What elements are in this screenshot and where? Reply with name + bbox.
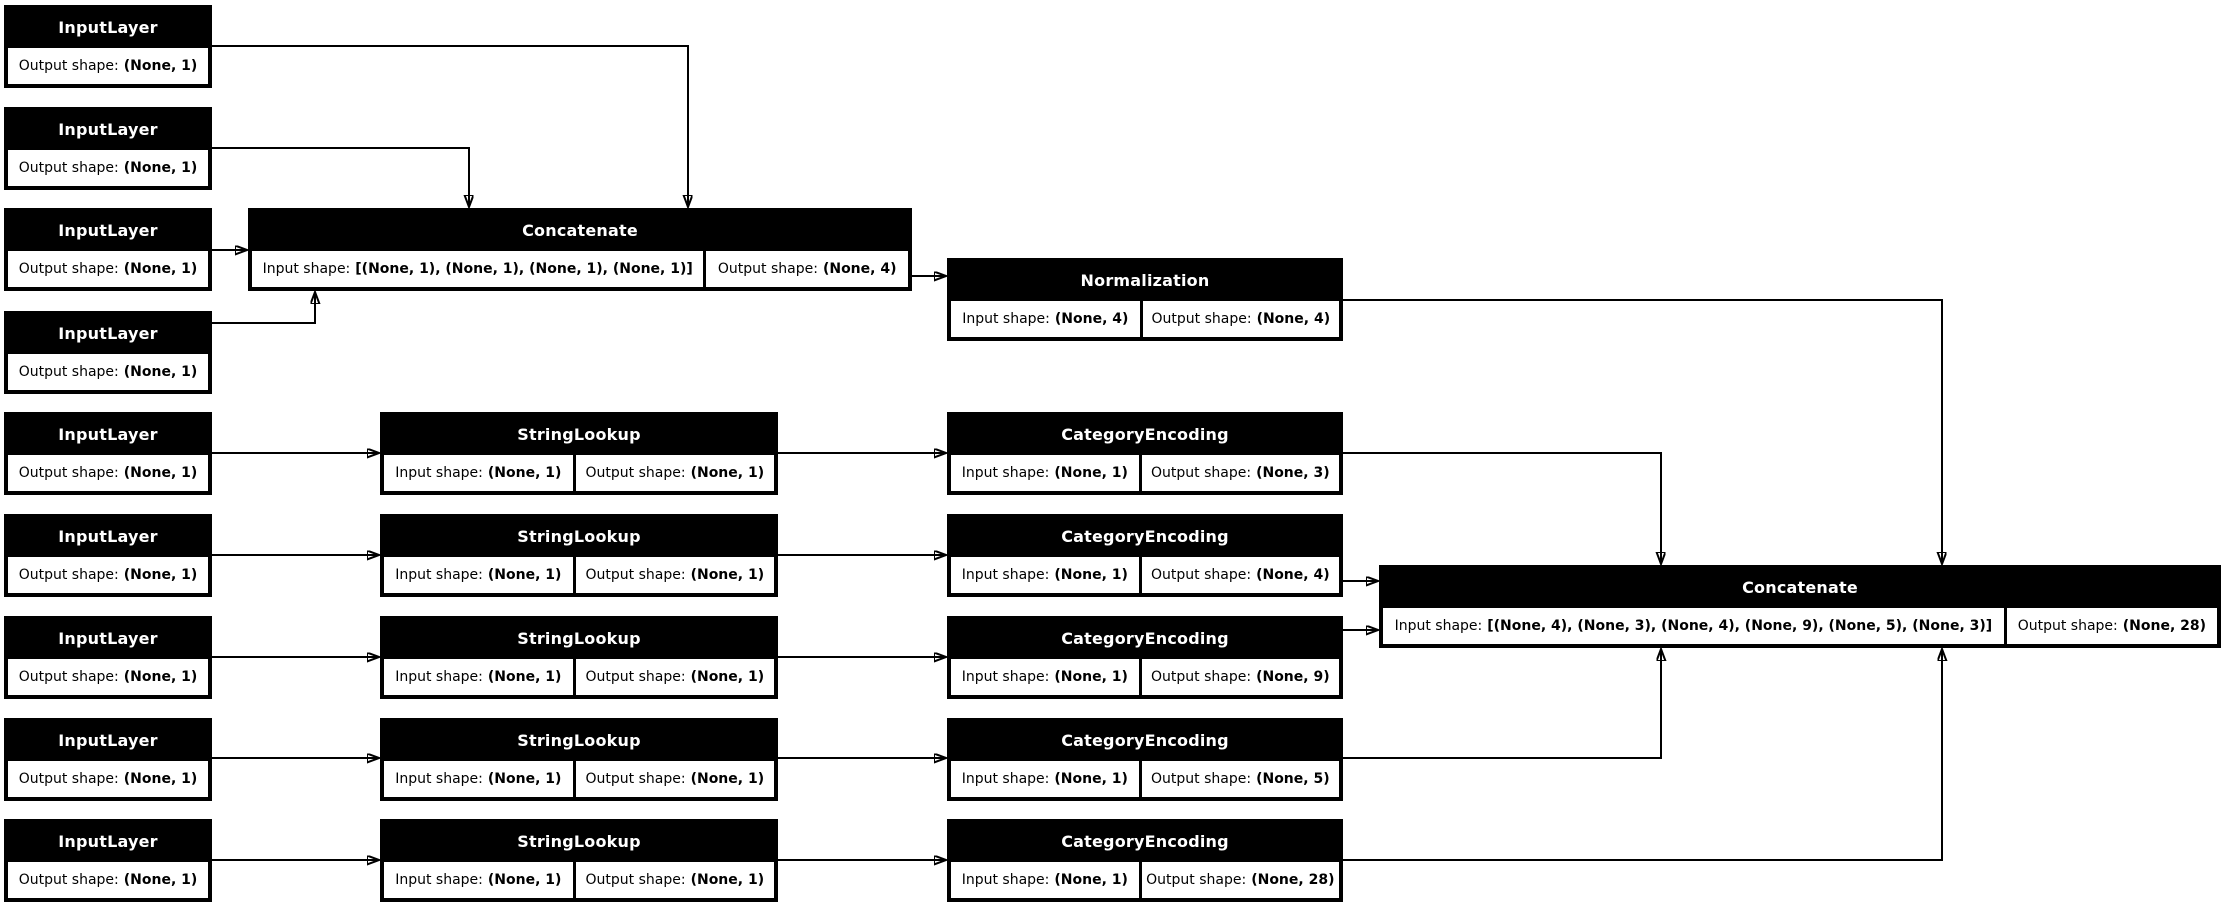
- output-shape-cell: Output shape:(None, 1): [575, 761, 774, 797]
- output-shape-cell: Output shape:(None, 1): [8, 251, 208, 287]
- layer-title: InputLayer: [58, 120, 158, 139]
- input-shape-cell: Input shape:(None, 1): [384, 455, 573, 491]
- layer-title: StringLookup: [517, 425, 641, 444]
- output-shape-cell: Output shape:(None, 28): [2006, 608, 2217, 644]
- edge-normalization-concatenate2: [1343, 299, 1942, 563]
- output-shape-cell: Output shape:(None, 1): [8, 150, 208, 186]
- output-shape-cell: Output shape:(None, 4): [706, 251, 908, 287]
- input-shape-cell: Input shape:(None, 1): [951, 761, 1139, 797]
- layer-title: InputLayer: [58, 731, 158, 750]
- output-shape-cell: Output shape:(None, 1): [575, 455, 774, 491]
- layer-node-stringlookup-4: StringLookup Input shape:(None, 1) Outpu…: [380, 718, 778, 801]
- layer-title: InputLayer: [58, 425, 158, 444]
- layer-title: CategoryEncoding: [1061, 832, 1229, 851]
- input-shape-cell: Input shape:(None, 1): [951, 557, 1139, 593]
- output-shape-cell: Output shape:(None, 9): [1141, 659, 1339, 695]
- layer-title: InputLayer: [58, 629, 158, 648]
- output-shape-cell: Output shape:(None, 1): [575, 659, 774, 695]
- layer-node-inputlayer-7: InputLayer Output shape:(None, 1): [4, 616, 212, 699]
- output-shape-cell: Output shape:(None, 1): [8, 557, 208, 593]
- input-shape-cell: Input shape:[(None, 1), (None, 1), (None…: [252, 251, 704, 287]
- layer-node-inputlayer-5: InputLayer Output shape:(None, 1): [4, 412, 212, 495]
- layer-node-inputlayer-9: InputLayer Output shape:(None, 1): [4, 819, 212, 902]
- layer-node-stringlookup-2: StringLookup Input shape:(None, 1) Outpu…: [380, 514, 778, 597]
- layer-title: InputLayer: [58, 221, 158, 240]
- layer-node-inputlayer-4: InputLayer Output shape:(None, 1): [4, 311, 212, 394]
- input-shape-cell: Input shape:(None, 1): [951, 862, 1139, 898]
- output-shape-cell: Output shape:(None, 1): [8, 455, 208, 491]
- layer-node-categoryencoding-2: CategoryEncoding Input shape:(None, 1) O…: [947, 514, 1343, 597]
- layer-node-normalization: Normalization Input shape:(None, 4) Outp…: [947, 258, 1343, 341]
- layer-title: StringLookup: [517, 832, 641, 851]
- layer-title: StringLookup: [517, 629, 641, 648]
- layer-node-concatenate-2: Concatenate Input shape:[(None, 4), (Non…: [1379, 565, 2221, 648]
- layer-node-inputlayer-3: InputLayer Output shape:(None, 1): [4, 208, 212, 291]
- layer-node-concatenate-1: Concatenate Input shape:[(None, 1), (Non…: [248, 208, 912, 291]
- edge-inputlayer1-concatenate1: [212, 45, 688, 206]
- layer-title: InputLayer: [58, 832, 158, 851]
- output-shape-cell: Output shape:(None, 1): [8, 659, 208, 695]
- output-shape-cell: Output shape:(None, 3): [1141, 455, 1339, 491]
- layer-node-stringlookup-3: StringLookup Input shape:(None, 1) Outpu…: [380, 616, 778, 699]
- layer-node-inputlayer-2: InputLayer Output shape:(None, 1): [4, 107, 212, 190]
- layer-node-categoryencoding-4: CategoryEncoding Input shape:(None, 1) O…: [947, 718, 1343, 801]
- layer-node-categoryencoding-1: CategoryEncoding Input shape:(None, 1) O…: [947, 412, 1343, 495]
- input-shape-cell: Input shape:(None, 1): [384, 862, 573, 898]
- input-shape-cell: Input shape:(None, 1): [951, 659, 1139, 695]
- layer-node-stringlookup-5: StringLookup Input shape:(None, 1) Outpu…: [380, 819, 778, 902]
- input-shape-cell: Input shape:(None, 1): [384, 659, 573, 695]
- layer-title: CategoryEncoding: [1061, 425, 1229, 444]
- layer-title: CategoryEncoding: [1061, 731, 1229, 750]
- edge-categoryencoding5-concatenate2: [1343, 650, 1942, 861]
- output-shape-cell: Output shape:(None, 1): [8, 761, 208, 797]
- layer-title: StringLookup: [517, 527, 641, 546]
- layer-node-categoryencoding-5: CategoryEncoding Input shape:(None, 1) O…: [947, 819, 1343, 902]
- input-shape-cell: Input shape:(None, 1): [951, 455, 1139, 491]
- output-shape-cell: Output shape:(None, 1): [575, 557, 774, 593]
- edge-categoryencoding1-concatenate2: [1343, 452, 1661, 563]
- output-shape-cell: Output shape:(None, 1): [8, 862, 208, 898]
- input-shape-cell: Input shape:[(None, 4), (None, 3), (None…: [1383, 608, 2004, 644]
- edge-categoryencoding4-concatenate2: [1343, 650, 1661, 759]
- layer-node-inputlayer-1: InputLayer Output shape:(None, 1): [4, 5, 212, 88]
- output-shape-cell: Output shape:(None, 1): [8, 48, 208, 84]
- input-shape-cell: Input shape:(None, 1): [384, 557, 573, 593]
- layer-title: InputLayer: [58, 527, 158, 546]
- output-shape-cell: Output shape:(None, 4): [1141, 557, 1339, 593]
- edge-inputlayer2-concatenate1: [212, 147, 469, 206]
- layer-node-inputlayer-6: InputLayer Output shape:(None, 1): [4, 514, 212, 597]
- layer-title: CategoryEncoding: [1061, 629, 1229, 648]
- edge-inputlayer4-concatenate1: [212, 293, 315, 324]
- output-shape-cell: Output shape:(None, 1): [575, 862, 774, 898]
- layer-title: Concatenate: [522, 221, 638, 240]
- layer-title: Concatenate: [1742, 578, 1858, 597]
- layer-node-stringlookup-1: StringLookup Input shape:(None, 1) Outpu…: [380, 412, 778, 495]
- layer-title: Normalization: [1080, 271, 1210, 290]
- layer-node-categoryencoding-3: CategoryEncoding Input shape:(None, 1) O…: [947, 616, 1343, 699]
- output-shape-cell: Output shape:(None, 5): [1141, 761, 1339, 797]
- layer-title: StringLookup: [517, 731, 641, 750]
- output-shape-cell: Output shape:(None, 28): [1141, 862, 1339, 898]
- output-shape-cell: Output shape:(None, 4): [1142, 301, 1339, 337]
- layer-title: CategoryEncoding: [1061, 527, 1229, 546]
- input-shape-cell: Input shape:(None, 4): [951, 301, 1140, 337]
- output-shape-cell: Output shape:(None, 1): [8, 354, 208, 390]
- layer-node-inputlayer-8: InputLayer Output shape:(None, 1): [4, 718, 212, 801]
- layer-title: InputLayer: [58, 324, 158, 343]
- input-shape-cell: Input shape:(None, 1): [384, 761, 573, 797]
- layer-title: InputLayer: [58, 18, 158, 37]
